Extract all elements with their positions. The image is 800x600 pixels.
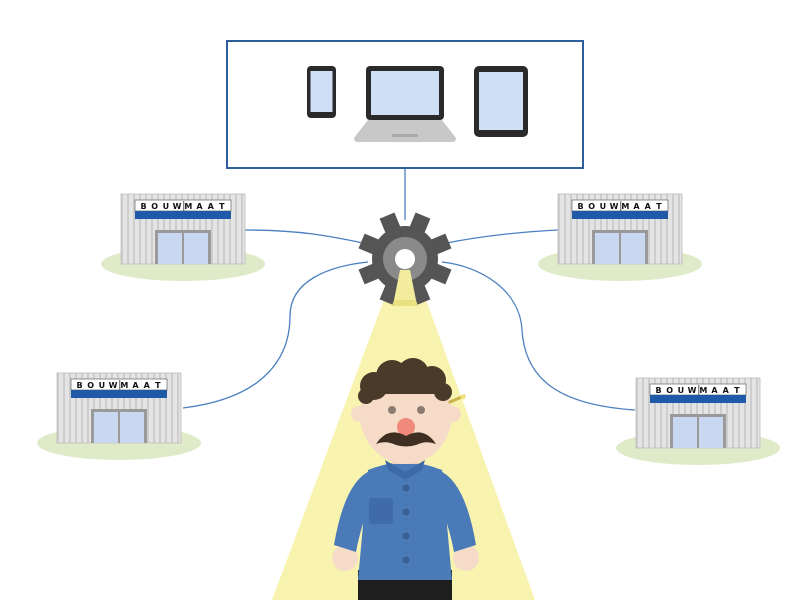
store-sign-letter: B (577, 202, 585, 211)
store-sign-letter: A (132, 381, 140, 390)
store-sign-letter: O (151, 202, 160, 211)
store-sign-letter: O (666, 386, 675, 395)
store-sign-letter: A (196, 202, 204, 211)
store-sign-letter: O (87, 381, 96, 390)
store-sign-letter: T (155, 381, 163, 390)
store-sign-letter: U (163, 202, 172, 211)
store-sign-letter: M (184, 202, 194, 211)
store-sign-letter: W (109, 381, 120, 390)
connector-to-store-bottom-left (183, 262, 368, 408)
store-sign-letter: T (734, 386, 742, 395)
store-sign-letter: O (588, 202, 597, 211)
store-sign-letter: B (76, 381, 84, 390)
store-sign-letter: B (655, 386, 663, 395)
store-sign-letter: W (610, 202, 621, 211)
store-sign-letter: M (699, 386, 709, 395)
store-sign-letter: U (600, 202, 609, 211)
connector-to-store-bottom-right (442, 262, 635, 410)
store-sign-letter: A (633, 202, 641, 211)
store-sign-letter: M (621, 202, 631, 211)
store-sign-letter: T (656, 202, 664, 211)
device-panel (227, 41, 583, 168)
store-sign-letter: A (645, 202, 653, 211)
store-sign-letter: U (99, 381, 108, 390)
store-sign-letter: B (140, 202, 148, 211)
connector-to-store-top-left (245, 230, 368, 244)
store-sign-letter: T (219, 202, 227, 211)
store-sign-letter: A (144, 381, 152, 390)
connector-to-store-top-right (442, 230, 558, 244)
beam-source (392, 300, 418, 306)
tablet-icon (474, 66, 528, 137)
smartphone-icon (307, 66, 336, 118)
store-sign-letter: U (678, 386, 687, 395)
store-sign-letter: A (711, 386, 719, 395)
store-sign-letter: A (208, 202, 216, 211)
store-sign-letter: A (723, 386, 731, 395)
laptop-icon (354, 66, 456, 142)
store-sign-letter: M (120, 381, 130, 390)
store-sign-letter: W (688, 386, 699, 395)
store-sign-letter: W (173, 202, 184, 211)
